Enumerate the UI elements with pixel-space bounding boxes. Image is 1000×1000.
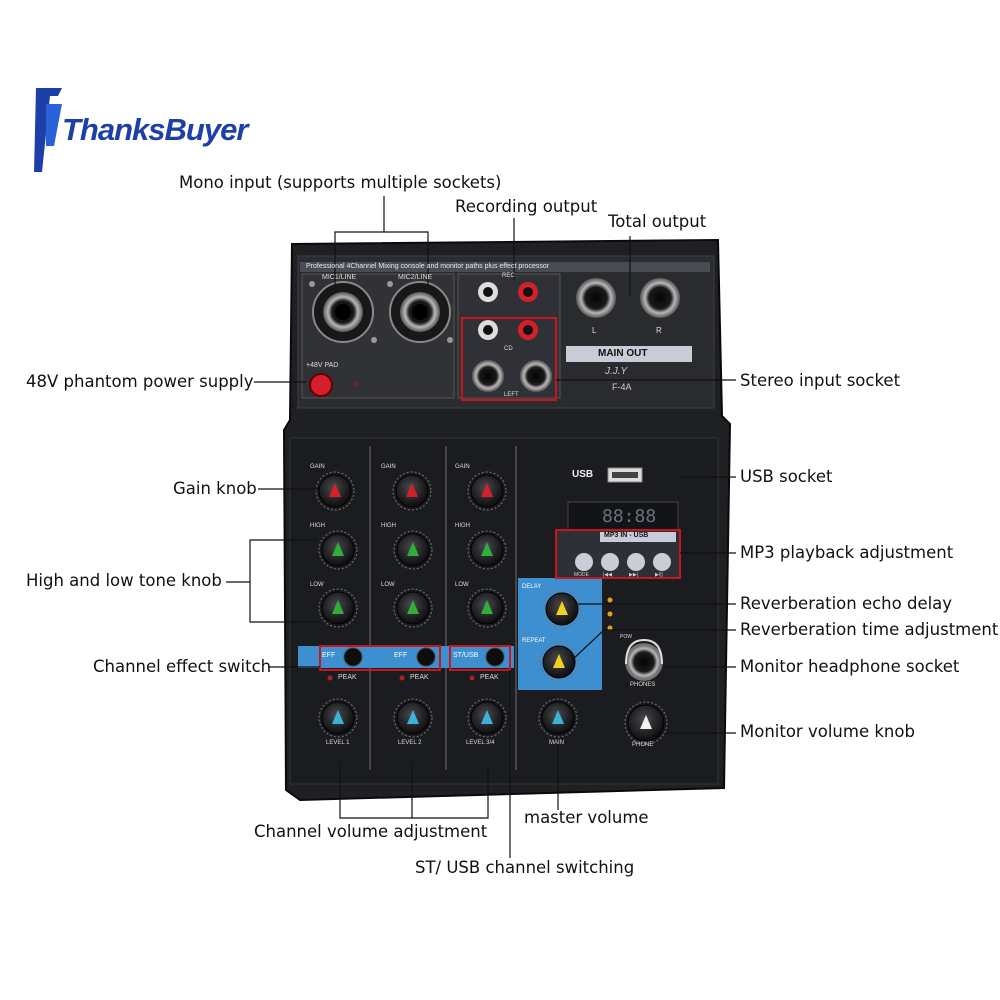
panel-top-banner: Professional 4Channel Mixing console and…: [306, 263, 550, 270]
rec-label: REC: [502, 273, 515, 279]
repeat-knob[interactable]: [539, 642, 579, 682]
level2-label: LEVEL 2: [398, 740, 422, 746]
main-label: MAIN: [549, 740, 564, 746]
high-label-2: HIGH: [381, 523, 396, 529]
high-knob-3[interactable]: [467, 530, 507, 570]
low-label-3: LOW: [455, 582, 469, 588]
st-usb-label: ST/USB: [453, 652, 479, 659]
callout-channel-volume: Channel volume adjustment: [254, 822, 488, 841]
high-knob-1[interactable]: [318, 530, 358, 570]
callout-gain-knob: Gain knob: [173, 479, 257, 498]
level-knob-3[interactable]: [467, 698, 507, 738]
peak-label-1: PEAK: [338, 674, 357, 681]
callout-mono-input: Mono input (supports multiple sockets): [179, 173, 502, 192]
callout-usb-socket: USB socket: [740, 467, 833, 486]
high-label-3: HIGH: [455, 523, 470, 529]
peak-label-3: PEAK: [480, 674, 499, 681]
mp3-next-button[interactable]: ▶▶|: [629, 572, 638, 578]
display-readout: 88:88: [602, 506, 657, 527]
level-knob-2[interactable]: [393, 698, 433, 738]
low-label-2: LOW: [381, 582, 395, 588]
peak-label-2: PEAK: [410, 674, 429, 681]
low-knob-3[interactable]: [467, 588, 507, 628]
level-knob-1[interactable]: [318, 698, 358, 738]
repeat-label: REPEAT: [522, 638, 546, 644]
pow-label: POW: [620, 634, 632, 640]
callout-reverb-time: Reverberation time adjustment: [740, 620, 999, 639]
callout-headphone-socket: Monitor headphone socket: [740, 657, 960, 676]
phones-label: PHONES: [630, 682, 656, 688]
logo-text: ThanksBuyer: [62, 112, 248, 147]
brand-jjy: J.J.Y: [605, 366, 628, 377]
callout-recording-output: Recording output: [455, 197, 598, 216]
main-knob[interactable]: [538, 698, 578, 738]
mic1-label: MIC1/LINE: [322, 274, 357, 281]
low-label-1: LOW: [310, 582, 324, 588]
usb-label: USB: [572, 469, 594, 480]
callout-tone-knob: High and low tone knob: [26, 571, 222, 590]
callout-reverb-delay: Reverberation echo delay: [740, 594, 953, 613]
low-knob-1[interactable]: [318, 588, 358, 628]
eff-label-1: EFF: [322, 652, 336, 659]
gain-label-1: GAIN: [310, 464, 325, 470]
level1-label: LEVEL 1: [326, 740, 350, 746]
level34-label: LEVEL 3/4: [466, 740, 495, 746]
callout-st-usb-switch: ST/ USB channel switching: [415, 858, 635, 877]
mp3-mode-button[interactable]: MODE: [574, 572, 589, 578]
gain-label-2: GAIN: [381, 464, 396, 470]
callout-monitor-volume: Monitor volume knob: [740, 722, 915, 741]
mp3-play-button[interactable]: ▶/||: [655, 572, 663, 578]
gain-knob-2[interactable]: [392, 471, 432, 511]
high-knob-2[interactable]: [393, 530, 433, 570]
callout-stereo-input: Stereo input socket: [740, 371, 901, 390]
mp3-prev-button[interactable]: |◀◀: [603, 572, 612, 578]
delay-label: DELAY: [522, 584, 542, 590]
phone-label: PHONE: [632, 742, 654, 748]
left-label: LEFT: [504, 392, 519, 398]
callout-effect-switch: Channel effect switch: [93, 657, 272, 676]
main-out-r: R: [656, 326, 662, 335]
main-out-l: L: [592, 326, 597, 335]
callout-total-output: Total output: [608, 212, 707, 231]
eff-label-2: EFF: [394, 652, 408, 659]
main-out-label: MAIN OUT: [598, 348, 648, 359]
low-knob-2[interactable]: [393, 588, 433, 628]
phantom-label: +48V PAD: [306, 362, 339, 369]
phone-volume-knob[interactable]: [624, 701, 668, 745]
high-label-1: HIGH: [310, 523, 325, 529]
thanksbuyer-logo: [34, 88, 62, 172]
callout-mp3-playback: MP3 playback adjustment: [740, 543, 954, 562]
gain-knob-1[interactable]: [315, 471, 355, 511]
gain-knob-3[interactable]: [467, 471, 507, 511]
gain-label-3: GAIN: [455, 464, 470, 470]
mp3-label: MP3 IN - USB: [604, 532, 649, 539]
model-label: F-4A: [612, 382, 632, 392]
delay-knob[interactable]: [542, 589, 582, 629]
callout-phantom-power: 48V phantom power supply: [26, 372, 254, 391]
mic2-label: MIC2/LINE: [398, 274, 433, 281]
cd-label: CD: [504, 346, 513, 352]
callout-master-volume: master volume: [524, 808, 649, 827]
